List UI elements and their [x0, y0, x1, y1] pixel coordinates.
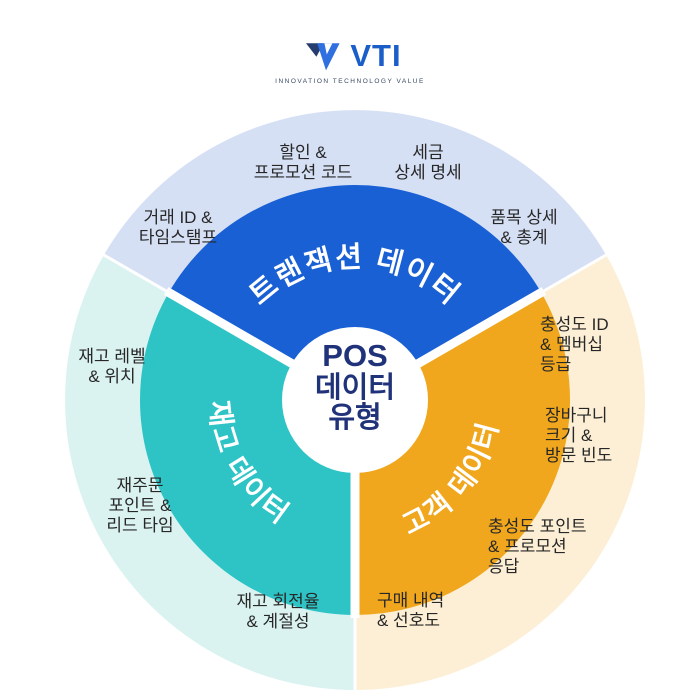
label-line: 포인트 &	[108, 496, 172, 515]
label-line: & 계절성	[246, 612, 310, 631]
label-line: 타임스탬프	[138, 228, 218, 247]
segment-divider	[406, 287, 547, 373]
label-loyalty-points-promo-response: 충성도 포인트 & 프로모션 응답	[488, 517, 587, 577]
segment-inventory	[139, 292, 355, 615]
label-discount-promo-codes: 할인 & 프로모션 코드	[254, 143, 353, 183]
label-transaction-id-timestamp: 거래 ID & 타임스탬프	[139, 208, 217, 248]
label-line: 장바구니	[545, 406, 608, 425]
label-line: 품목 상세	[490, 208, 558, 227]
label-line: 등급	[540, 355, 572, 374]
label-basket-size-visit-frequency: 장바구니 크기 & 방문 빈도	[545, 406, 612, 466]
label-line: 재주문	[116, 476, 164, 495]
label-inventory-turnover-seasonality: 재고 회전율 & 계절성	[237, 592, 320, 632]
label-line: 리드 타임	[106, 516, 174, 535]
label-line: 충성도 포인트	[488, 517, 587, 536]
label-line: 방문 빈도	[545, 446, 613, 465]
label-reorder-points-lead-time: 재주문 포인트 & 리드 타임	[106, 476, 173, 536]
logo-tagline: INNOVATION TECHNOLOGY VALUE	[275, 78, 425, 85]
label-line: 충성도 ID	[540, 315, 609, 334]
vti-logo: VTI INNOVATION TECHNOLOGY VALUE	[0, 36, 700, 85]
label-line: 응답	[488, 557, 520, 576]
vti-logo-icon	[306, 43, 340, 71]
center-circle	[282, 327, 428, 473]
segment-transaction	[168, 184, 542, 364]
pale-sector-divider	[102, 253, 167, 293]
label-line: 재고 회전율	[236, 592, 320, 611]
label-line: 상세 명세	[394, 163, 462, 182]
label-tax-details: 세금 상세 명세	[394, 143, 461, 183]
logo-mark-notch	[324, 43, 333, 55]
label-line: & 멤버십	[540, 335, 603, 354]
label-loyalty-id-membership: 충성도 ID & 멤버십 등급	[540, 315, 609, 375]
label-line: 크기 &	[545, 426, 593, 445]
segment-customer	[355, 292, 571, 615]
label-line: 재고 레벨	[78, 347, 146, 366]
center-title-line-3: 유형	[328, 401, 381, 434]
center-title-line-2: 데이터	[315, 371, 395, 404]
label-stock-level-location: 재고 레벨 & 위치	[78, 347, 145, 387]
label-line: & 위치	[88, 367, 136, 386]
label-line: 프로모션 코드	[253, 163, 353, 182]
label-purchase-history-preferences: 구매 내역 & 선호도	[377, 591, 444, 631]
label-line: 거래 ID &	[143, 208, 213, 227]
logo-text: VTI	[350, 38, 402, 73]
label-line: & 프로모션	[488, 537, 567, 556]
segment-dividers	[102, 253, 608, 691]
label-line: 할인 &	[279, 143, 327, 162]
segment-divider	[163, 287, 304, 373]
logo-mark-bright-triangle	[317, 43, 340, 71]
label-line: & 선호도	[377, 611, 440, 630]
label-item-details-totals: 품목 상세 & 총계	[490, 208, 557, 248]
center-title-line-1: POS	[322, 338, 387, 373]
label-line: 구매 내역	[377, 591, 445, 610]
label-line: & 총계	[500, 228, 548, 247]
label-line: 세금	[412, 143, 444, 162]
pale-sector-divider	[543, 253, 608, 293]
